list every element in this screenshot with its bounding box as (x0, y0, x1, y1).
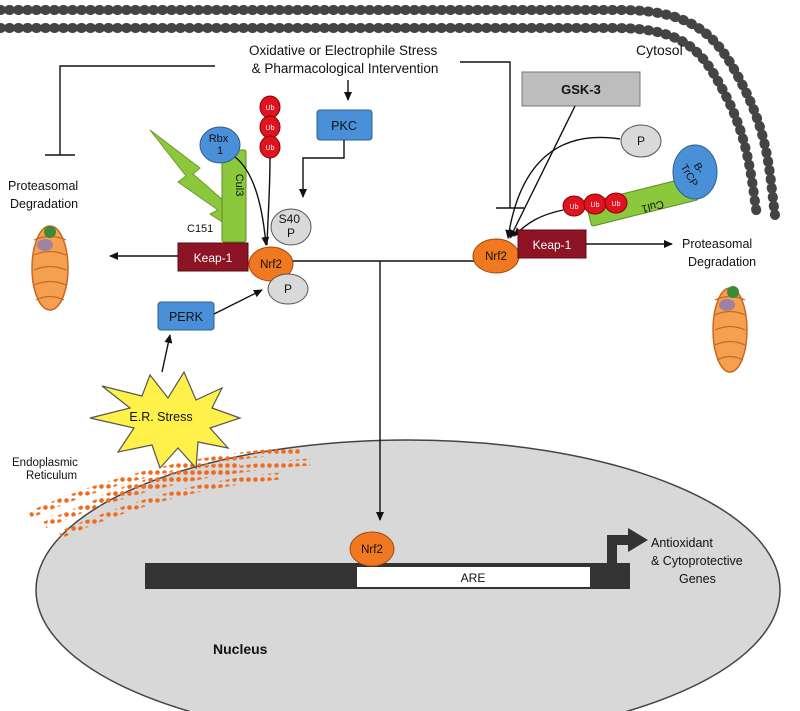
cul1-group: Cul1 (585, 176, 699, 227)
keap1-right (517, 229, 587, 259)
perk-label: PERK (169, 310, 204, 324)
keap1-left (177, 242, 249, 272)
rbx-to-nrf2-arrow (234, 156, 270, 246)
er-label: Endoplasmic Reticulum (12, 457, 81, 482)
er-to-perk-arrow (161, 334, 173, 373)
nrf2-right-label: Nrf2 (485, 251, 507, 263)
gsk3-phospho (620, 124, 662, 158)
ub-to-nrf2-arrow (266, 157, 271, 246)
gsk3-box (521, 71, 641, 107)
nrf2-nuclear (349, 531, 395, 567)
proteasomal-left-line-1: Proteasomal (8, 179, 78, 193)
nrf2-nuclear-label: Nrf2 (361, 544, 383, 556)
genes-line-2: & Cytoprotective (651, 554, 743, 568)
are-box (357, 567, 590, 587)
er-line-2: Reticulum (26, 470, 77, 482)
phospho-to-nrf2-arrow (505, 136, 621, 239)
rbx1-label: Rbx 1 (209, 133, 232, 157)
pkc-to-s40-arrow (299, 140, 345, 198)
c151-label: C151 (187, 223, 213, 235)
proteasomal-left-label: Proteasomal Degradation (8, 179, 82, 211)
s40-phospho (270, 208, 312, 246)
ubiquitin-chain-right: Ub Ub Ub (562, 192, 628, 217)
s40-label: S40 P (279, 212, 304, 240)
er-line-1: Endoplasmic (12, 457, 78, 469)
ub-to-nrf2-right-arrow (513, 209, 564, 237)
stress-line-2: & Pharmacological Intervention (252, 61, 439, 76)
ubiquitin-chain-left: Ub Ub Ub (259, 95, 281, 159)
inhibit-right-line (460, 61, 511, 208)
proteasome-left-icon (31, 225, 69, 311)
s40-p-line: P (287, 226, 295, 240)
keap1-right-label: Keap-1 (533, 238, 572, 252)
gsk3-label: GSK-3 (561, 82, 601, 97)
s40-line: S40 (279, 212, 301, 226)
rbx1-line-1: Rbx (209, 133, 229, 145)
ub-label: Ub (570, 204, 579, 211)
stress-line-1: Oxidative or Electrophile Stress (249, 43, 438, 58)
proteasomal-left-line-2: Degradation (10, 197, 78, 211)
ub-label: Ub (266, 105, 275, 112)
cul3-label: Cul3 (233, 174, 245, 197)
genes-label: Antioxidant & Cytoprotective Genes (651, 536, 746, 586)
ub-label: Ub (591, 202, 600, 209)
btrcp-oval (672, 144, 718, 200)
er-stress-label: E.R. Stress (129, 410, 192, 424)
nucleus-label: Nucleus (213, 641, 268, 657)
transcription-arrow-head (628, 528, 648, 552)
rbx1-oval (199, 126, 241, 164)
cytosol-label: Cytosol (636, 42, 683, 58)
perk-phospho-label: P (284, 282, 292, 296)
gsk3-phospho-label: P (637, 134, 645, 148)
proteasomal-right-label: Proteasomal Degradation (682, 237, 756, 269)
cell-membrane (0, 5, 780, 220)
perk-phospho (267, 273, 309, 305)
inhibit-left-line (59, 65, 215, 155)
perk-to-p-arrow (213, 289, 263, 315)
are-label: ARE (461, 571, 486, 585)
perk-box (157, 301, 215, 331)
rbx1-line-2: 1 (217, 145, 223, 157)
proteasomal-right-line-2: Degradation (688, 255, 756, 269)
stress-label: Oxidative or Electrophile Stress & Pharm… (249, 43, 441, 76)
nrf2-left-label: Nrf2 (260, 259, 282, 271)
cul1-label: Cul1 (640, 197, 665, 214)
er-stress-burst (89, 370, 242, 470)
gsk3-to-nrf2-arrow (509, 105, 576, 239)
endoplasmic-reticulum (28, 446, 311, 539)
pkc-label: PKC (331, 119, 357, 133)
transcription-arrow (607, 535, 630, 563)
proteasome-right-icon (712, 286, 748, 373)
ub-label: Ub (266, 145, 275, 152)
proteasomal-right-line-1: Proteasomal (682, 237, 752, 251)
genes-line-3: Genes (679, 572, 716, 586)
ub-label: Ub (266, 125, 275, 132)
keap1-left-label: Keap-1 (194, 251, 233, 265)
genes-line-1: Antioxidant (651, 536, 713, 550)
ub-label: Ub (612, 201, 621, 208)
